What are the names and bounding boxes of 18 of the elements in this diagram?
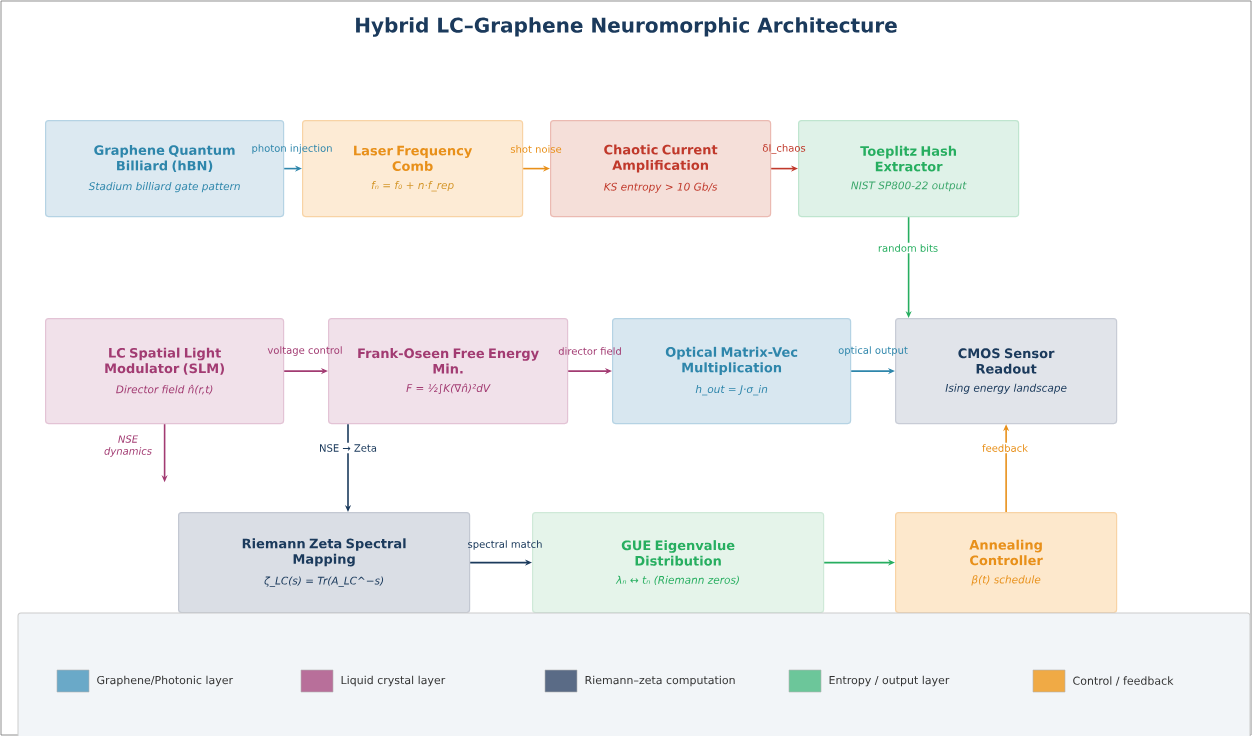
legend-label: Entropy / output layer — [829, 675, 950, 687]
title: Hybrid LC–Graphene Neuromorphic Architecture — [356, 17, 897, 37]
edge-label: shot noise — [510, 145, 562, 153]
edge-label: director field — [558, 347, 621, 355]
legend-label: Riemann–zeta computation — [585, 675, 735, 687]
edge-label: feedback — [980, 442, 1030, 454]
legend-label: Control / feedback — [1073, 676, 1174, 686]
edge-label: voltage control — [267, 346, 342, 356]
process-box: Annealing Controller β(t) schedule — [895, 512, 1118, 614]
edge-label: NSE → Zeta — [317, 442, 379, 454]
legend-label: Liquid crystal layer — [341, 675, 446, 687]
edge-label: optical output — [838, 346, 908, 356]
edge-label: NSE dynamics — [104, 435, 152, 457]
edge-label: spectral match — [468, 540, 542, 550]
edge-label: photon injection — [252, 144, 332, 154]
edge-label: δI_chaos — [762, 144, 806, 154]
edge-label: random bits — [876, 242, 940, 254]
legend-label: Graphene/Photonic layer — [97, 675, 234, 687]
